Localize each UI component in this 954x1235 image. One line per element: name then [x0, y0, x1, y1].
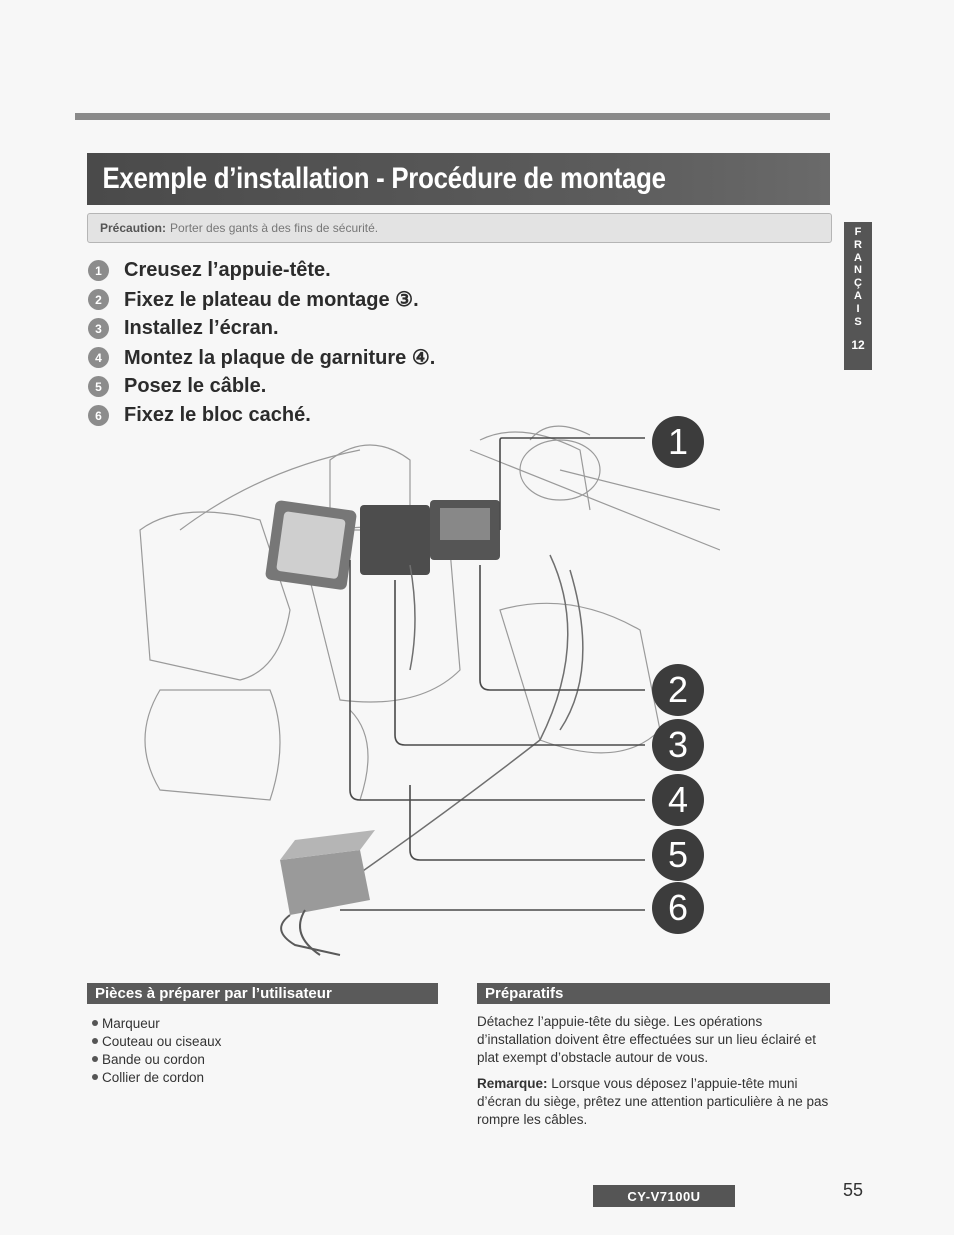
list-item: Bande ou cordon	[92, 1050, 221, 1068]
steps-list: 1 Creusez l’appuie-tête. 2 Fixez le plat…	[88, 256, 435, 430]
step-item: 1 Creusez l’appuie-tête.	[88, 256, 435, 285]
caution-text: Porter des gants à des fins de sécurité.	[170, 221, 379, 235]
side-tab-letter: A	[854, 289, 862, 302]
side-tab-letter: F	[854, 226, 862, 238]
bullet-icon	[92, 1074, 98, 1080]
side-tab-page-number: 12	[851, 338, 865, 353]
caution-label: Précaution:	[100, 221, 167, 235]
callout-badge: 4	[652, 774, 704, 826]
side-tab-letter: N	[854, 264, 862, 277]
step-text: Installez l’écran.	[124, 317, 279, 339]
step-text: Posez le câble.	[124, 375, 267, 397]
title-banner: Exemple d’installation - Procédure de mo…	[87, 153, 830, 205]
remark-label: Remarque:	[477, 1076, 548, 1091]
remark-text: Lorsque vous déposez l’appuie-tête muni …	[477, 1076, 829, 1127]
installation-illustration	[139, 425, 720, 956]
side-tab-letter: I	[856, 302, 860, 315]
control-box-drawing	[280, 830, 375, 956]
prep-paragraph: Détachez l’appuie-tête du siège. Les opé…	[477, 1014, 816, 1065]
bullet-icon	[92, 1020, 98, 1026]
list-item: Couteau ou ciseaux	[92, 1032, 221, 1050]
callout-badge: 1	[652, 416, 704, 468]
step-number-badge: 4	[88, 347, 109, 368]
step-item: 5 Posez le câble.	[88, 372, 435, 401]
bullet-icon	[92, 1056, 98, 1062]
step-item: 3 Installez l’écran.	[88, 314, 435, 343]
parts-section-header: Pièces à préparer par l’utilisateur	[87, 983, 438, 1004]
step-item: 6 Fixez le bloc caché.	[88, 401, 435, 430]
step-number-badge: 2	[88, 289, 109, 310]
step-number-badge: 6	[88, 405, 109, 426]
list-item-text: Marqueur	[102, 1015, 160, 1031]
side-tab-letter: A	[854, 251, 862, 264]
step-number-badge: 5	[88, 376, 109, 397]
step-text: Fixez le bloc caché.	[124, 404, 311, 426]
remark-paragraph: Remarque: Lorsque vous déposez l’appuie-…	[477, 1075, 837, 1129]
parts-list: Marqueur Couteau ou ciseaux Bande ou cor…	[92, 1014, 221, 1086]
caution-box: Précaution: Porter des gants à des fins …	[87, 213, 832, 243]
prep-section-title: Préparatifs	[485, 985, 564, 1002]
bullet-icon	[92, 1038, 98, 1044]
callout-leader-lines	[340, 437, 645, 911]
top-divider	[75, 113, 830, 120]
list-item: Marqueur	[92, 1014, 221, 1032]
model-badge: CY-V7100U	[593, 1185, 735, 1207]
side-tab-letter: R	[854, 238, 862, 251]
callout-badge: 3	[652, 719, 704, 771]
step-number-badge: 3	[88, 318, 109, 339]
side-tab-letter: Ç	[854, 277, 862, 290]
car-interior-drawing	[139, 425, 720, 801]
language-side-tab: F R A N Ç A I S 12	[844, 222, 872, 370]
monitor-drawings	[265, 500, 500, 590]
step-item: 2 Fixez le plateau de montage ③.	[88, 285, 435, 314]
prep-section-header: Préparatifs	[477, 983, 830, 1004]
list-item-text: Couteau ou ciseaux	[102, 1033, 222, 1049]
prep-section-body: Détachez l’appuie-tête du siège. Les opé…	[477, 1013, 837, 1137]
callout-badge: 2	[652, 664, 704, 716]
step-text: Montez la plaque de garniture ④.	[124, 347, 436, 369]
page-title: Exemple d’installation - Procédure de mo…	[102, 162, 666, 195]
callout-badge: 5	[652, 829, 704, 881]
callout-badge: 6	[652, 882, 704, 934]
list-item-text: Collier de cordon	[102, 1069, 205, 1085]
step-text: Fixez le plateau de montage ③.	[124, 289, 419, 311]
step-item: 4 Montez la plaque de garniture ④.	[88, 343, 435, 372]
list-item-text: Bande ou cordon	[102, 1051, 205, 1067]
step-text: Creusez l’appuie-tête.	[124, 259, 331, 281]
page-number: 55	[843, 1180, 864, 1200]
step-number-badge: 1	[88, 260, 109, 281]
parts-section-title: Pièces à préparer par l’utilisateur	[95, 985, 332, 1002]
side-tab-letter: S	[854, 315, 862, 328]
list-item: Collier de cordon	[92, 1068, 221, 1086]
